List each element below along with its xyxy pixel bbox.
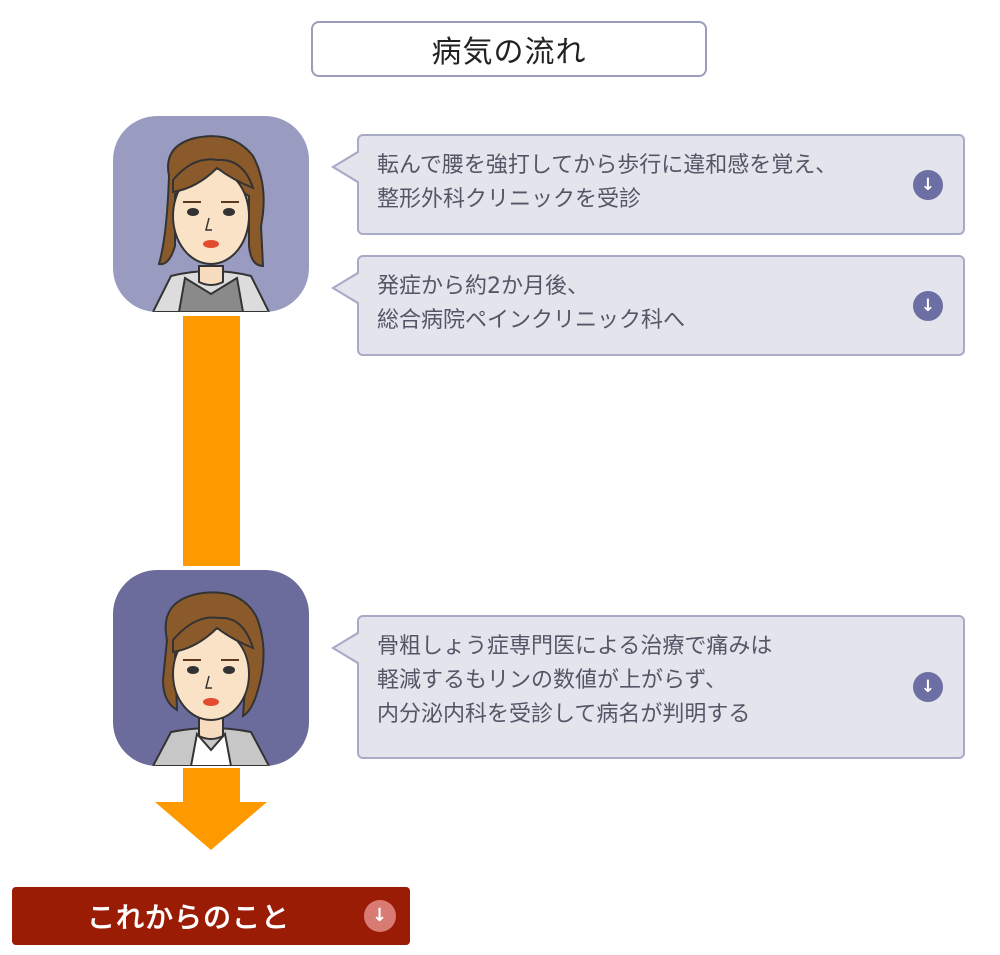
arrow-down-circle-icon[interactable]: ↓ [913, 290, 943, 321]
page-title: 病気の流れ [311, 21, 707, 77]
bubble-text-line: 転んで腰を強打してから歩行に違和感を覚え、 [377, 153, 838, 178]
future-button-label: これからのこと [87, 901, 291, 934]
timeline-bubble[interactable]: 転んで腰を強打してから歩行に違和感を覚え、 整形外科クリニックを受診 ↓ [331, 134, 965, 235]
bubble-text-line: 発症から約2か月後、 [377, 274, 589, 299]
bubble-text-line: 軽減するもリンの数値が上がらず、 [377, 668, 728, 693]
bubble-text-line: 整形外科クリニックを受診 [377, 187, 642, 212]
timeline-bar [183, 316, 240, 566]
arrow-down-circle-icon[interactable]: ↓ [913, 672, 943, 702]
bubble-text-line: 内分泌内科を受診して病名が判明する [377, 702, 751, 727]
arrow-down-circle-icon: ↓ [364, 900, 396, 932]
patient-avatar [113, 570, 309, 766]
arrow-down-circle-icon[interactable]: ↓ [913, 169, 943, 200]
future-button[interactable]: これからのこと ↓ [12, 887, 410, 945]
timeline-bubble[interactable]: 骨粗しょう症専門医による治療で痛みは 軽減するもリンの数値が上がらず、 内分泌内… [331, 615, 965, 759]
bubble-text-line: 総合病院ペインクリニック科へ [377, 308, 686, 333]
patient-avatar [113, 116, 309, 312]
bubble-text-line: 骨粗しょう症専門医による治療で痛みは [377, 634, 773, 659]
timeline-bubble[interactable]: 発症から約2か月後、 総合病院ペインクリニック科へ ↓ [331, 255, 965, 356]
timeline-arrow-icon [155, 768, 267, 850]
